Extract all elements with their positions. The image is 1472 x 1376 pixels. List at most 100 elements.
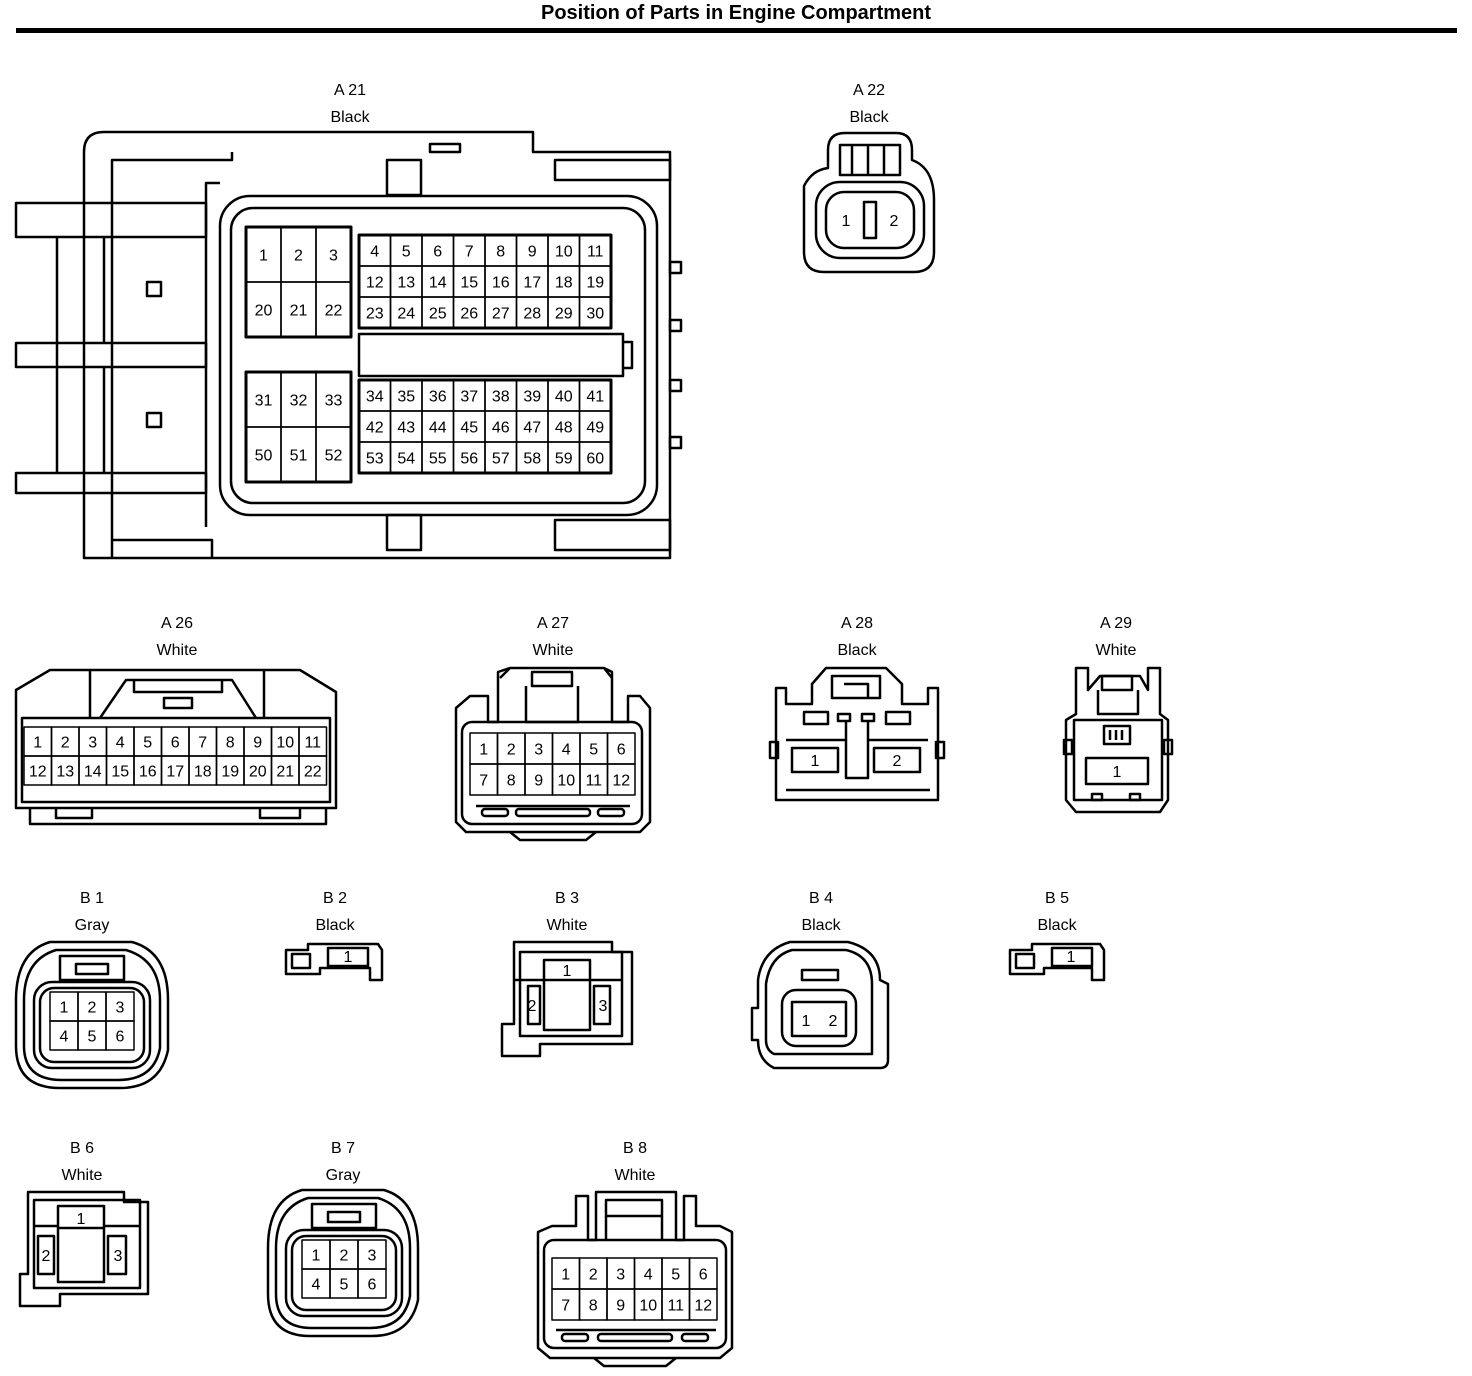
connector-color: Black xyxy=(1037,917,1077,934)
pin-label: 18 xyxy=(555,275,573,292)
connector-id: A 26 xyxy=(160,615,194,632)
pin-label: 3 xyxy=(329,248,338,265)
connector-b3-housing xyxy=(500,940,634,1058)
pin-label: 20 xyxy=(255,303,273,320)
pin-label: 10 xyxy=(557,773,575,790)
pin-label: 9 xyxy=(253,735,262,752)
pin-label: 6 xyxy=(617,742,626,759)
pin-label: 14 xyxy=(84,764,102,781)
connector-color: Black xyxy=(837,642,877,659)
pin-label: 1 xyxy=(811,753,820,770)
connector-color: White xyxy=(1095,642,1137,659)
pin-cell xyxy=(315,426,352,483)
pin-label: 23 xyxy=(366,306,384,323)
connector-label-b3: B 3 White xyxy=(487,890,647,935)
pin-cell xyxy=(357,1268,387,1299)
pin-label: 2 xyxy=(890,213,899,230)
pin-label: 21 xyxy=(276,764,294,781)
connector-label-a29: A 29 White xyxy=(1036,615,1196,660)
connector-a26-housing xyxy=(14,668,338,826)
pin-label: 59 xyxy=(555,451,573,468)
connector-b6-housing xyxy=(18,1190,150,1308)
pin-label: 4 xyxy=(60,1029,69,1046)
pin-label: 12 xyxy=(612,773,630,790)
connector-id: B 3 xyxy=(554,890,579,907)
pin-label: 1 xyxy=(561,1267,570,1284)
connector-id: A 27 xyxy=(536,615,570,632)
pin-label: 3 xyxy=(534,742,543,759)
pin-label: 16 xyxy=(492,275,510,292)
connector-b5-housing xyxy=(1008,942,1106,982)
pin-cell xyxy=(606,763,636,796)
pin-label: 52 xyxy=(325,448,343,465)
pin-cell xyxy=(315,281,352,338)
connector-id: A 29 xyxy=(1099,615,1133,632)
pin-label: 9 xyxy=(528,244,537,261)
connector-b8-housing xyxy=(536,1190,734,1368)
connector-b7-housing xyxy=(266,1188,420,1338)
pin-label: 2 xyxy=(294,248,303,265)
pin-label: 2 xyxy=(61,735,70,752)
connector-label-a22: A 22 Black xyxy=(789,82,949,127)
pin-label: 14 xyxy=(429,275,447,292)
pin-label: 28 xyxy=(523,306,541,323)
pin-label: 50 xyxy=(255,448,273,465)
connector-label-a28: A 28 Black xyxy=(777,615,937,660)
pin-label: 6 xyxy=(433,244,442,261)
pin-label: 42 xyxy=(366,420,384,437)
page-title: Position of Parts in Engine Compartment xyxy=(540,2,932,24)
pin-label: 11 xyxy=(667,1298,684,1315)
pin-label: 4 xyxy=(312,1277,321,1294)
connector-color: White xyxy=(614,1167,656,1184)
connector-b2-pins: 1 xyxy=(344,949,353,966)
pin-label: 17 xyxy=(523,275,541,292)
pin-label: 39 xyxy=(523,389,541,406)
connector-color: Black xyxy=(801,917,841,934)
pin-label: 44 xyxy=(429,420,447,437)
connector-label-b4: B 4 Black xyxy=(741,890,901,935)
pin-label: 22 xyxy=(325,303,343,320)
connector-label-b1: B 1 Gray xyxy=(12,890,172,935)
pin-cell xyxy=(688,1288,718,1321)
pin-label: 15 xyxy=(460,275,478,292)
pin-label: 1 xyxy=(77,1211,86,1228)
pin-label: 5 xyxy=(88,1029,97,1046)
pin-label: 8 xyxy=(496,244,505,261)
connector-id: B 4 xyxy=(808,890,833,907)
pin-label: 57 xyxy=(492,451,510,468)
connector-color: Black xyxy=(315,917,355,934)
pin-label: 1 xyxy=(802,1013,811,1030)
pin-label: 2 xyxy=(340,1248,349,1265)
connector-color: Gray xyxy=(325,1167,361,1184)
pin-label: 3 xyxy=(88,735,97,752)
pin-label: 6 xyxy=(171,735,180,752)
connector-label-b8: B 8 White xyxy=(555,1140,715,1185)
connector-color: White xyxy=(546,917,588,934)
pin-label: 9 xyxy=(534,773,543,790)
pin-label: 12 xyxy=(366,275,384,292)
connector-id: B 2 xyxy=(322,890,347,907)
pin-label: 19 xyxy=(221,764,239,781)
pin-label: 10 xyxy=(555,244,573,261)
pin-label: 1 xyxy=(563,963,572,980)
pin-label: 6 xyxy=(116,1029,125,1046)
pin-label: 11 xyxy=(304,735,321,752)
pin-label: 37 xyxy=(460,389,478,406)
pin-label: 47 xyxy=(523,420,541,437)
pin-label: 51 xyxy=(290,448,308,465)
pin-label: 60 xyxy=(586,451,604,468)
pin-label: 21 xyxy=(290,303,308,320)
pin-label: 9 xyxy=(616,1298,625,1315)
connector-id: A 22 xyxy=(852,82,886,99)
connector-id: B 5 xyxy=(1044,890,1069,907)
pin-label: 49 xyxy=(586,420,604,437)
pin-label: 45 xyxy=(460,420,478,437)
pin-label: 3 xyxy=(368,1248,377,1265)
